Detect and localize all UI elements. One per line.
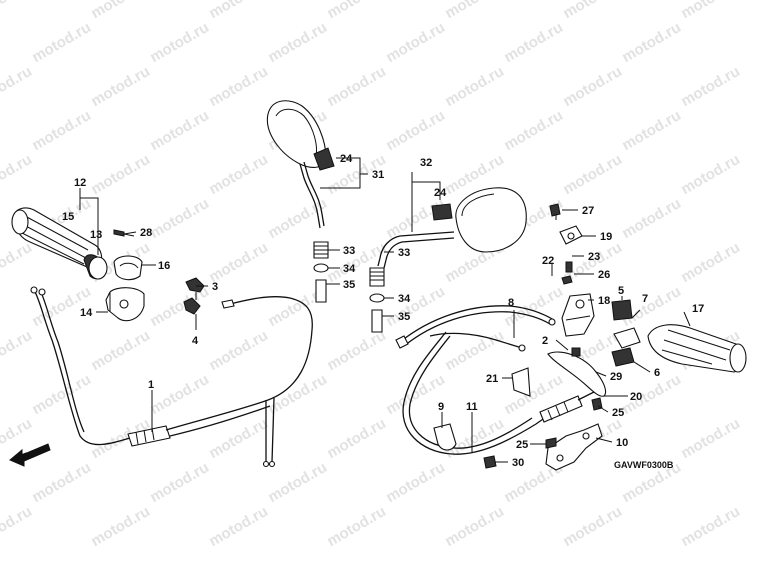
bracket-19 <box>559 225 583 245</box>
callout-35-left: 35 <box>343 279 355 291</box>
callout-numbers: 12 15 13 28 16 14 3 4 1 24 31 33 34 35 3… <box>62 153 704 469</box>
master-cylinder-18 <box>561 261 595 337</box>
cable-guide-9 <box>433 423 457 451</box>
callout-34-left: 34 <box>343 263 356 275</box>
leader-lines <box>79 157 691 463</box>
screw-28 <box>113 229 135 237</box>
callout-25-right: 25 <box>612 407 624 419</box>
callout-3: 3 <box>212 281 218 293</box>
right-grip-17 <box>647 324 747 373</box>
callout-10: 10 <box>616 437 628 449</box>
brake-cable-11 <box>402 331 595 455</box>
throttle-housing-16 <box>113 255 143 281</box>
callout-4: 4 <box>192 335 199 347</box>
callout-31: 31 <box>372 169 384 181</box>
callout-26: 26 <box>598 269 610 281</box>
callout-23: 23 <box>588 251 600 263</box>
callout-8: 8 <box>508 297 514 309</box>
mirror-nuts-right <box>369 267 385 333</box>
bolt-27 <box>549 203 561 220</box>
callout-16: 16 <box>158 260 170 272</box>
brake-cable-8 <box>395 305 556 352</box>
bolt-25 <box>591 397 603 411</box>
callout-30: 30 <box>512 457 524 469</box>
callout-19: 19 <box>600 231 612 243</box>
callout-5: 5 <box>618 285 624 297</box>
callout-18: 18 <box>598 295 610 307</box>
callout-24-left: 24 <box>340 153 353 165</box>
callout-17: 17 <box>692 303 704 315</box>
mirror-nuts-left <box>313 241 329 303</box>
bracket-10 <box>545 423 603 471</box>
callout-28: 28 <box>140 227 152 239</box>
callout-13: 13 <box>90 229 102 241</box>
callout-6: 6 <box>654 367 660 379</box>
diagram-code: GAVWF0300B <box>614 460 674 470</box>
callout-35-right: 35 <box>398 311 410 323</box>
callout-33-right: 33 <box>398 247 410 259</box>
callout-15: 15 <box>62 211 74 223</box>
callout-12: 12 <box>74 177 86 189</box>
left-mirror <box>266 100 335 229</box>
callout-14: 14 <box>80 307 93 319</box>
callout-25-bottom: 25 <box>516 439 528 451</box>
callout-20: 20 <box>630 391 642 403</box>
bracket-21 <box>511 367 531 397</box>
callout-32: 32 <box>420 157 432 169</box>
throttle-cable-1 <box>30 286 313 468</box>
callout-2: 2 <box>542 335 548 347</box>
right-mirror <box>377 187 527 269</box>
callout-27: 27 <box>582 205 594 217</box>
throttle-grip <box>11 207 108 280</box>
callout-21: 21 <box>486 373 498 385</box>
callout-22: 22 <box>542 255 554 267</box>
callout-7: 7 <box>642 293 648 305</box>
bracket-3-4 <box>183 277 205 315</box>
switch-5-7-6 <box>611 299 641 367</box>
front-direction-arrow <box>9 443 51 467</box>
callout-1: 1 <box>148 379 154 391</box>
throttle-housing-14 <box>105 287 145 322</box>
callout-11: 11 <box>466 401 478 413</box>
callout-9: 9 <box>438 401 444 413</box>
callout-34-right: 34 <box>398 293 411 305</box>
callout-33-left: 33 <box>343 245 355 257</box>
callout-29: 29 <box>610 371 622 383</box>
callout-24-right: 24 <box>434 187 447 199</box>
